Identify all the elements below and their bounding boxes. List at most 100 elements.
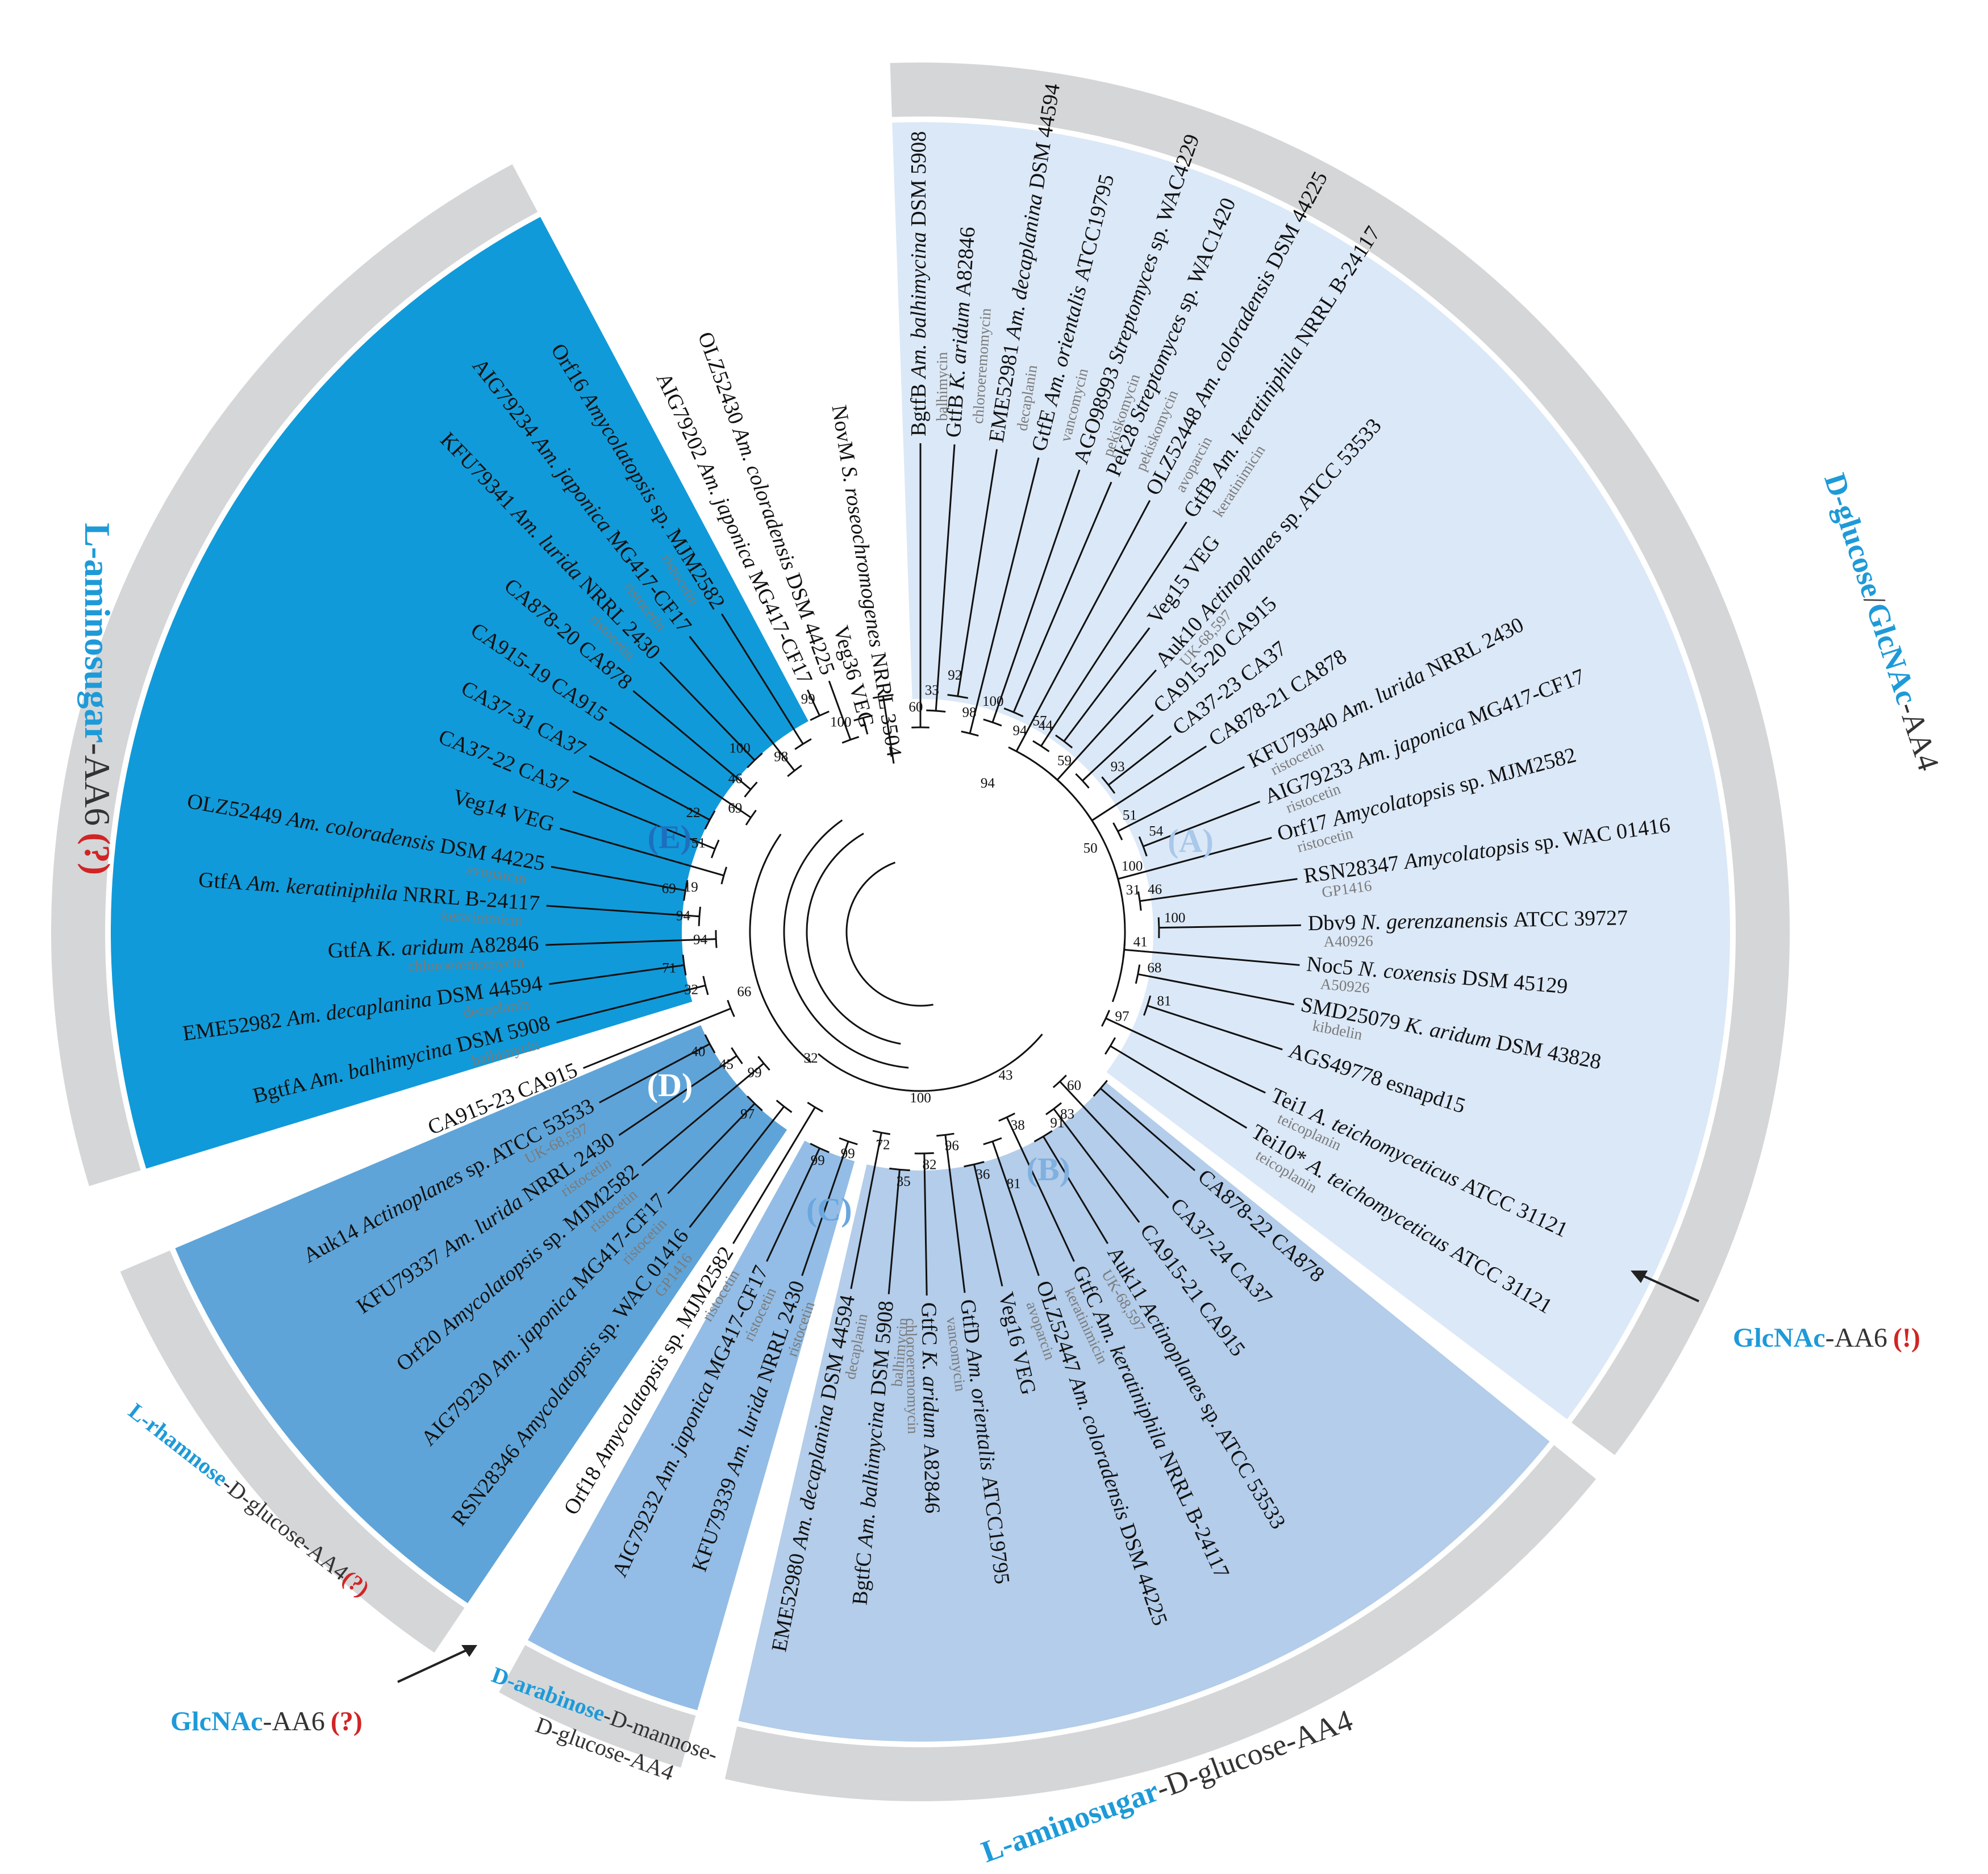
branch-arc-5 xyxy=(1003,707,1024,718)
branch-arc-28 xyxy=(983,1137,1002,1146)
branch-arc-54 xyxy=(787,764,802,777)
clade-label: (B) xyxy=(1027,1151,1070,1188)
bootstrap-value: 46 xyxy=(728,771,743,786)
branch-39 xyxy=(641,1063,765,1167)
branch-24 xyxy=(1059,1081,1169,1199)
clade-sector-layer xyxy=(111,122,1731,1742)
branch-arc-19 xyxy=(1135,964,1141,984)
band-c xyxy=(499,1645,696,1768)
branch-arc-37 xyxy=(776,1100,793,1113)
arrowhead-right xyxy=(1631,1271,1648,1283)
branch-5 xyxy=(1012,481,1112,713)
branch-26 xyxy=(1043,1136,1108,1244)
bootstrap-value: 31 xyxy=(1126,882,1140,898)
branch-arc-6 xyxy=(1008,746,1025,757)
branch-35 xyxy=(766,1148,820,1262)
sector-d xyxy=(175,1025,787,1604)
antibiotic-label: chloroeremomycin xyxy=(408,953,524,975)
bootstrap-value: 100 xyxy=(910,1090,931,1106)
bootstrap-value: 69 xyxy=(662,881,676,896)
branch-arc-48 xyxy=(720,867,728,885)
antibiotic-label: chloroeremomycin xyxy=(903,1318,922,1434)
bootstrap-value: 38 xyxy=(1011,1118,1025,1133)
bootstrap-value: 91 xyxy=(1050,1115,1064,1131)
bootstrap-value: 60 xyxy=(908,699,923,715)
branch-19 xyxy=(1137,973,1294,1006)
branch-arc-25 xyxy=(1045,1102,1062,1115)
band-label-e: L-aminosugar-AA6(?) xyxy=(77,523,118,875)
branch-55 xyxy=(720,613,804,745)
branch-arc-44 xyxy=(682,955,687,976)
branch-arc-12 xyxy=(1086,813,1098,829)
branch-53 xyxy=(659,661,756,761)
bootstrap-value: 97 xyxy=(740,1107,755,1122)
branch-44 xyxy=(549,964,685,985)
bootstrap-value: 68 xyxy=(1147,960,1161,976)
bootstrap-value: 51 xyxy=(691,836,706,851)
bootstrap-value: 81 xyxy=(1007,1176,1021,1192)
bootstrap-value: 81 xyxy=(1157,993,1171,1009)
branch-arc-17 xyxy=(1157,917,1160,939)
bootstrap-value: 32 xyxy=(684,982,698,998)
branch-59 xyxy=(882,696,895,764)
branch-29 xyxy=(973,1164,1003,1286)
branch-57 xyxy=(828,680,852,740)
branch-48 xyxy=(560,827,724,877)
branch-12 xyxy=(1091,745,1207,822)
bootstrap-value: 36 xyxy=(976,1167,990,1182)
branch-arc-41 xyxy=(704,1034,716,1053)
branch-31 xyxy=(923,1153,928,1296)
bootstrap-value: 41 xyxy=(1133,935,1148,950)
branch-arc-3 xyxy=(961,730,979,737)
branch-10 xyxy=(1082,714,1154,782)
bootstrap-value: 98 xyxy=(962,705,976,721)
branch-arc-29 xyxy=(964,1161,985,1168)
branch-arc-4 xyxy=(983,718,1002,727)
branch-arc-21 xyxy=(1101,1010,1110,1027)
bootstrap-value: 100 xyxy=(1122,859,1143,874)
arrow-glcnac-aa6-left xyxy=(397,1647,472,1683)
branch-arc-15 xyxy=(1114,870,1121,888)
bootstrap-value: 59 xyxy=(1057,753,1072,768)
branch-arc-52 xyxy=(744,781,758,798)
bootstrap-value: 94 xyxy=(676,909,691,924)
branch-34 xyxy=(801,1141,849,1276)
bootstrap-value: 99 xyxy=(748,1065,762,1081)
antibiotic-label: balhimycin xyxy=(933,352,951,421)
bootstrap-value: 97 xyxy=(1115,1009,1130,1025)
branch-arc-1 xyxy=(926,709,946,713)
bootstrap-value: 51 xyxy=(1123,807,1137,823)
bootstrap-value: 19 xyxy=(684,880,698,895)
branch-38 xyxy=(667,1103,756,1194)
backbone-arc-1 xyxy=(806,832,901,1045)
backbone-arc-3 xyxy=(818,1034,1043,1092)
branch-46 xyxy=(546,905,700,918)
branch-52 xyxy=(632,690,752,790)
branch-43 xyxy=(556,984,706,1024)
bootstrap-value: 94 xyxy=(1012,723,1027,739)
branch-arc-49 xyxy=(710,839,720,859)
branch-23 xyxy=(1099,1088,1195,1172)
branch-arc-7 xyxy=(1032,740,1050,752)
branch-33 xyxy=(850,1132,882,1289)
branch-15 xyxy=(1118,836,1272,880)
branch-7 xyxy=(1040,521,1187,747)
antibiotic-label: A40926 xyxy=(1323,932,1373,951)
band-a xyxy=(890,63,1790,1455)
branch-arc-57 xyxy=(841,736,860,744)
bootstrap-value: 71 xyxy=(662,961,676,976)
bootstrap-value: 54 xyxy=(1149,824,1164,839)
branch-arc-26 xyxy=(1033,1130,1053,1143)
branch-arc-2 xyxy=(947,694,969,699)
branch-arc-20 xyxy=(1143,995,1152,1016)
branch-45 xyxy=(545,938,716,946)
branch-1 xyxy=(935,444,956,711)
branch-arc-13 xyxy=(1112,822,1123,840)
branch-42 xyxy=(583,1007,731,1069)
leaf-label: Noc5 N. coxensis DSM 45129 xyxy=(1306,952,1569,998)
branch-arc-47 xyxy=(683,880,689,901)
bootstrap-value: 69 xyxy=(728,801,742,816)
branch-54 xyxy=(689,635,795,772)
band-label-a: D-glucose/GlcNAc-AA4 xyxy=(1818,469,1946,775)
